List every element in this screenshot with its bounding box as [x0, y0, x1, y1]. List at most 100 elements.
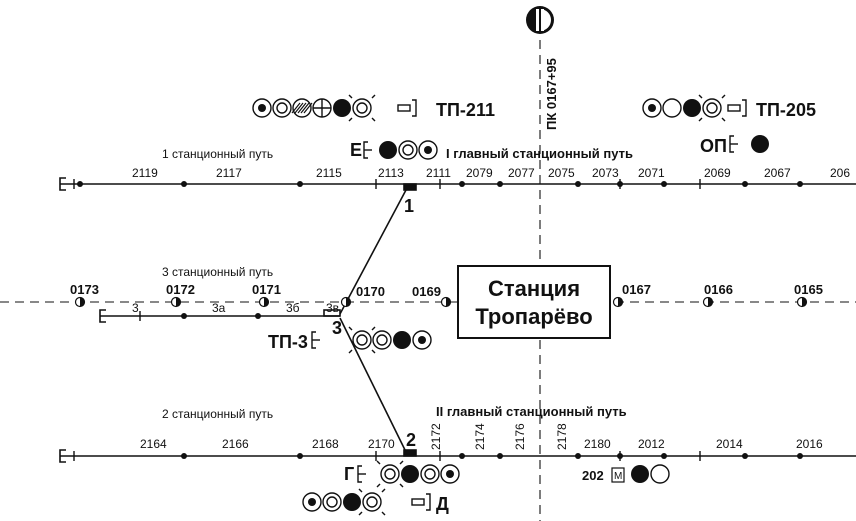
section-labels-track1: 2119 2117 2115 2113 2111 2079 2077 2075 …	[132, 166, 850, 180]
section-dot	[661, 181, 667, 187]
signal-label-202: 202	[582, 468, 604, 483]
signal-label-tp211: ТП-211	[436, 100, 495, 120]
section-label: 2069	[704, 166, 731, 180]
section-marker-fill	[708, 297, 713, 307]
section-label: 0166	[704, 282, 733, 297]
section-label: 0167	[622, 282, 651, 297]
section-dots	[77, 181, 803, 459]
signal-label-tp3: ТП-3	[268, 332, 308, 352]
signal-lamp-black	[343, 493, 361, 511]
section-labels-track3: 0173 0172 3 0171 3а 3б 3в 0170 0169 0167…	[70, 282, 823, 315]
pk-label: ПК 0167+95	[544, 58, 559, 130]
signal-mount	[729, 135, 738, 153]
section-label: 2071	[638, 166, 665, 180]
signal-lamp-dot	[302, 492, 322, 512]
section-dot	[797, 453, 803, 459]
signal-lamp-black	[393, 331, 411, 349]
signal-lamp-white	[650, 464, 670, 484]
section-label: 2174	[473, 423, 487, 450]
signal-lamp-cross	[312, 98, 332, 118]
section-label: 0169	[412, 284, 441, 299]
section-label: 2119	[132, 166, 158, 180]
section-dot	[617, 453, 623, 459]
section-label: 0171	[252, 282, 281, 297]
section-marker-fill	[446, 297, 451, 307]
section-label: 3в	[326, 301, 339, 315]
section-labels-track2: 2164 2166 2168 2170 2172 2174 2176 2178 …	[140, 423, 823, 451]
signal-lamp-ring	[272, 98, 292, 118]
signal-mount	[311, 331, 320, 349]
section-dot	[575, 181, 581, 187]
signal-label-op: ОП	[700, 136, 727, 156]
signal-lamp-flash	[698, 94, 726, 122]
section-marker-fill	[802, 297, 807, 307]
pk-symbol	[526, 6, 554, 34]
signal-lamps	[74, 94, 808, 516]
signal-lamp-black	[333, 99, 351, 117]
section-label: 3	[132, 301, 139, 315]
insulating-joints	[73, 179, 701, 461]
switch-number-2: 2	[406, 430, 416, 450]
section-label: 2111	[426, 166, 451, 180]
signal-lamp-white	[662, 98, 682, 118]
signal-lamp-dot	[252, 98, 272, 118]
section-label: 2178	[555, 423, 569, 450]
signal-lamp-flash	[348, 326, 376, 354]
section-dot	[742, 453, 748, 459]
section-label: 2180	[584, 437, 611, 451]
signal-lamp-flash	[376, 460, 404, 488]
section-dot	[181, 181, 187, 187]
signal-mount	[363, 141, 372, 159]
signal-lamp-black	[631, 465, 649, 483]
section-dot	[459, 181, 465, 187]
signal-lamp-dot	[418, 140, 438, 160]
signal-lamp-black	[379, 141, 397, 159]
section-label: 2067	[764, 166, 791, 180]
section-dot	[617, 181, 623, 187]
section-label: 2113	[378, 166, 404, 180]
section-marker-fill	[618, 297, 623, 307]
switch-number-1: 1	[404, 196, 414, 216]
signal-lamp-ring	[322, 492, 342, 512]
section-label: 2172	[429, 423, 443, 450]
signal-label-202-box: М	[614, 471, 622, 482]
signal-mount	[397, 99, 417, 117]
section-dot	[742, 181, 748, 187]
section-label: 2168	[312, 437, 339, 451]
switch-point-2	[403, 449, 417, 457]
section-label: 2115	[316, 166, 342, 180]
section-label: 3а	[212, 301, 226, 315]
switch-number-3: 3	[332, 318, 342, 338]
signal-lamp-flash	[358, 488, 386, 516]
station-box	[457, 265, 611, 339]
signal-lamp-flash	[348, 94, 376, 122]
signal-lamp-black	[751, 135, 769, 153]
signal-lamp-dot	[440, 464, 460, 484]
section-marker-fill	[346, 297, 351, 307]
section-label: 2117	[216, 166, 242, 180]
track-label-main1: I главный станционный путь	[446, 146, 633, 161]
section-dot	[77, 181, 83, 187]
section-dot	[497, 453, 503, 459]
signal-lamp-hatch	[291, 98, 313, 118]
section-label: 2012	[638, 437, 665, 451]
section-label: 0170	[356, 284, 385, 299]
section-label: 2079	[466, 166, 493, 180]
signal-lamp-dot	[412, 330, 432, 350]
signal-lamp-dot	[642, 98, 662, 118]
section-label: 2077	[508, 166, 535, 180]
station-name-line1: Станция	[488, 276, 580, 301]
switch-diagonal-3-2	[339, 317, 407, 453]
switch-diagonal-1-3	[339, 189, 407, 315]
section-marker-fill	[264, 297, 269, 307]
section-label: 2170	[368, 437, 395, 451]
section-marker-fill	[80, 297, 85, 307]
track-label-1: 1 станционный путь	[162, 147, 273, 161]
section-dot	[297, 181, 303, 187]
signal-label-tp205: ТП-205	[756, 100, 816, 120]
signal-mount	[411, 493, 431, 511]
signal-label-g: Г	[344, 464, 354, 484]
section-label: 2016	[796, 437, 823, 451]
section-label: 2014	[716, 437, 743, 451]
